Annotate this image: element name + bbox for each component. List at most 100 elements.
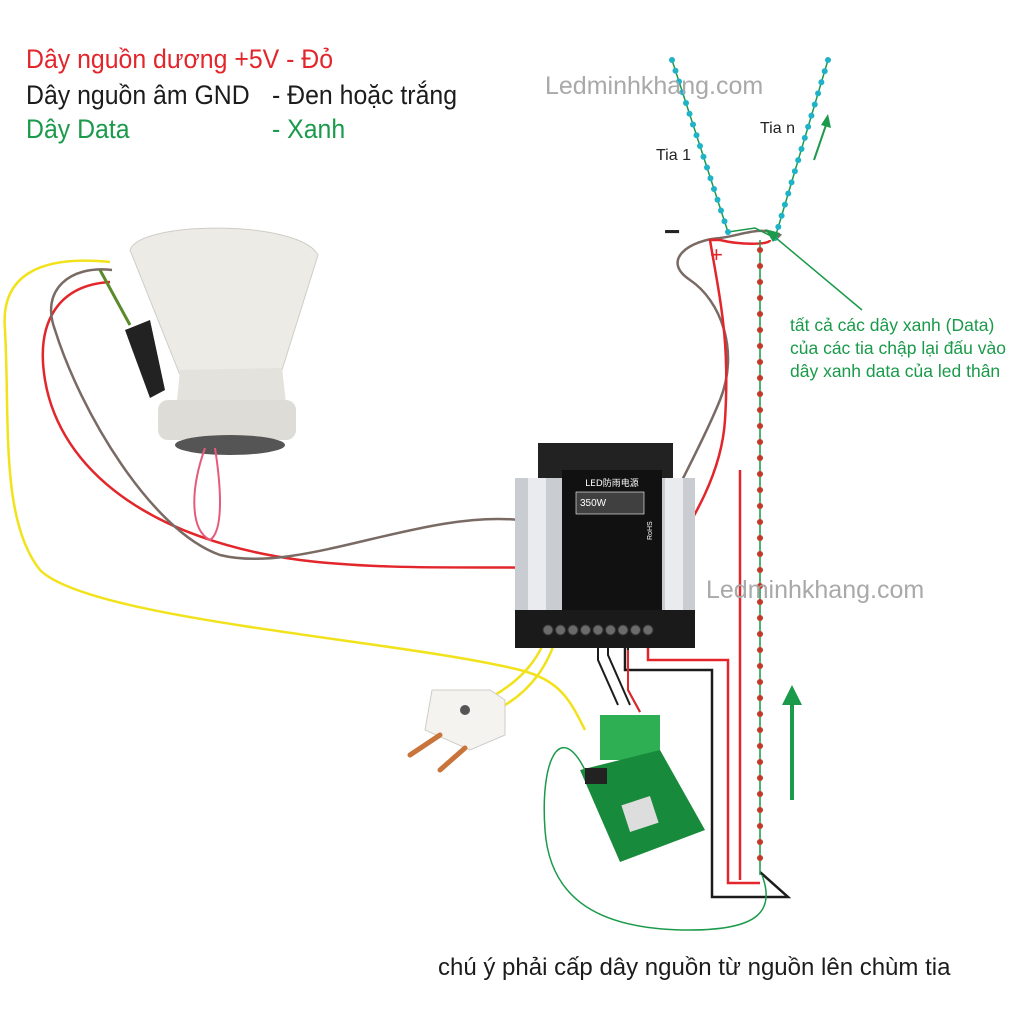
legend-ground-label: Dây nguồn âm GND — [26, 80, 250, 110]
watermark: Ledminhkhang.com — [545, 72, 764, 100]
led-dot — [718, 207, 724, 214]
led-dot — [791, 168, 798, 175]
led-dot — [795, 157, 802, 164]
led-dot — [757, 359, 763, 365]
led-dot — [757, 407, 763, 413]
led-dot — [757, 439, 763, 445]
led-dot — [757, 855, 763, 861]
led-dot — [788, 179, 795, 186]
legend-ground-value: - Đen hoặc trắng — [272, 80, 458, 110]
led-dot — [683, 100, 689, 106]
led-dot — [805, 123, 812, 130]
led-dot — [757, 759, 763, 765]
direction-arrow-ray — [813, 114, 831, 161]
led-dot — [825, 57, 831, 63]
ray-first-label: Tia 1 — [656, 147, 691, 164]
led-dot — [757, 343, 763, 349]
minus-label: − — [664, 216, 681, 247]
led-dot — [697, 143, 703, 149]
led-dot — [714, 196, 721, 203]
legend-positive: Dây nguồn dương +5V - Đỏ — [26, 44, 334, 74]
direction-arrow-up — [782, 685, 802, 800]
psu-terminal-screw — [630, 624, 641, 636]
led-dot — [757, 711, 763, 717]
psu-terminal-screw — [542, 624, 554, 636]
led-dot — [781, 201, 788, 208]
led-dot — [798, 146, 805, 152]
led-dot — [672, 67, 679, 74]
led-dot — [757, 615, 763, 621]
led-dot — [757, 743, 763, 749]
led-dot — [757, 599, 763, 605]
legend-data-label: Dây Data — [26, 114, 130, 144]
led-dot — [704, 164, 710, 171]
psu-terminal-screw — [617, 624, 629, 636]
led-dot — [757, 823, 763, 829]
led-dot — [808, 112, 815, 119]
watermark: Ledminhkhang.com — [706, 576, 925, 604]
psu-terminal-screw — [605, 624, 616, 636]
led-dot — [669, 57, 675, 63]
psu-power: 350W — [580, 498, 607, 509]
led-dot — [690, 121, 696, 128]
led-dot — [757, 839, 763, 845]
caption: chú ý phải cấp dây nguồn từ nguồn lên ch… — [438, 954, 951, 981]
led-dot — [818, 79, 825, 86]
led-dot — [757, 567, 763, 573]
led-controller-board — [580, 715, 705, 862]
data-join-wire — [727, 227, 776, 239]
led-dot — [757, 679, 763, 685]
psu-terminal-screw — [642, 624, 654, 636]
led-dot — [757, 775, 763, 781]
psu-terminal-screw — [580, 624, 591, 636]
led-dot — [775, 223, 782, 230]
ray-last-label: Tia n — [760, 120, 795, 137]
led-dot — [757, 791, 763, 797]
led-dot — [757, 279, 763, 285]
note-pointer-arrow — [769, 232, 863, 311]
positive-trunk-wire — [646, 625, 760, 885]
led-dot — [676, 78, 682, 85]
ground-trunk-wire — [623, 630, 792, 899]
power-supply: LED防雨电源 350W RoHS — [515, 443, 695, 648]
led-dot — [811, 101, 818, 108]
led-dot — [757, 471, 763, 477]
plus-label: + — [710, 242, 723, 267]
led-dot — [757, 247, 763, 253]
led-dot — [757, 519, 763, 525]
led-dot — [707, 175, 714, 182]
led-dot — [686, 110, 693, 117]
led-dot — [757, 375, 763, 381]
led-dot — [785, 190, 792, 197]
led-dot — [757, 263, 763, 269]
yellow-ac-wire — [3, 259, 587, 731]
led-dot — [725, 229, 731, 235]
led-dots — [669, 57, 831, 861]
led-dot — [757, 695, 763, 701]
led-dot — [757, 807, 763, 813]
led-dot — [757, 663, 763, 669]
led-dot — [757, 535, 763, 541]
data-wire — [543, 747, 767, 931]
led-dot — [757, 327, 763, 333]
led-dot — [757, 487, 763, 493]
speaker-horn — [98, 227, 319, 542]
led-dot — [693, 132, 700, 139]
led-dot — [778, 212, 785, 219]
psu-terminal-screw — [567, 624, 579, 636]
led-dot — [757, 727, 763, 733]
led-dot — [711, 186, 717, 192]
led-dot — [700, 153, 707, 160]
led-dot — [757, 391, 763, 397]
psu-title: LED防雨电源 — [585, 477, 639, 489]
led-dot — [757, 583, 763, 589]
led-dot — [757, 503, 763, 509]
led-dot — [815, 90, 822, 97]
led-dot — [721, 218, 728, 225]
data-note: tất cả các dây xanh (Data) của các tia c… — [790, 315, 1006, 381]
legend-data-value: - Xanh — [272, 114, 346, 144]
led-dot — [757, 295, 763, 301]
psu-terminal-screw — [555, 624, 566, 636]
